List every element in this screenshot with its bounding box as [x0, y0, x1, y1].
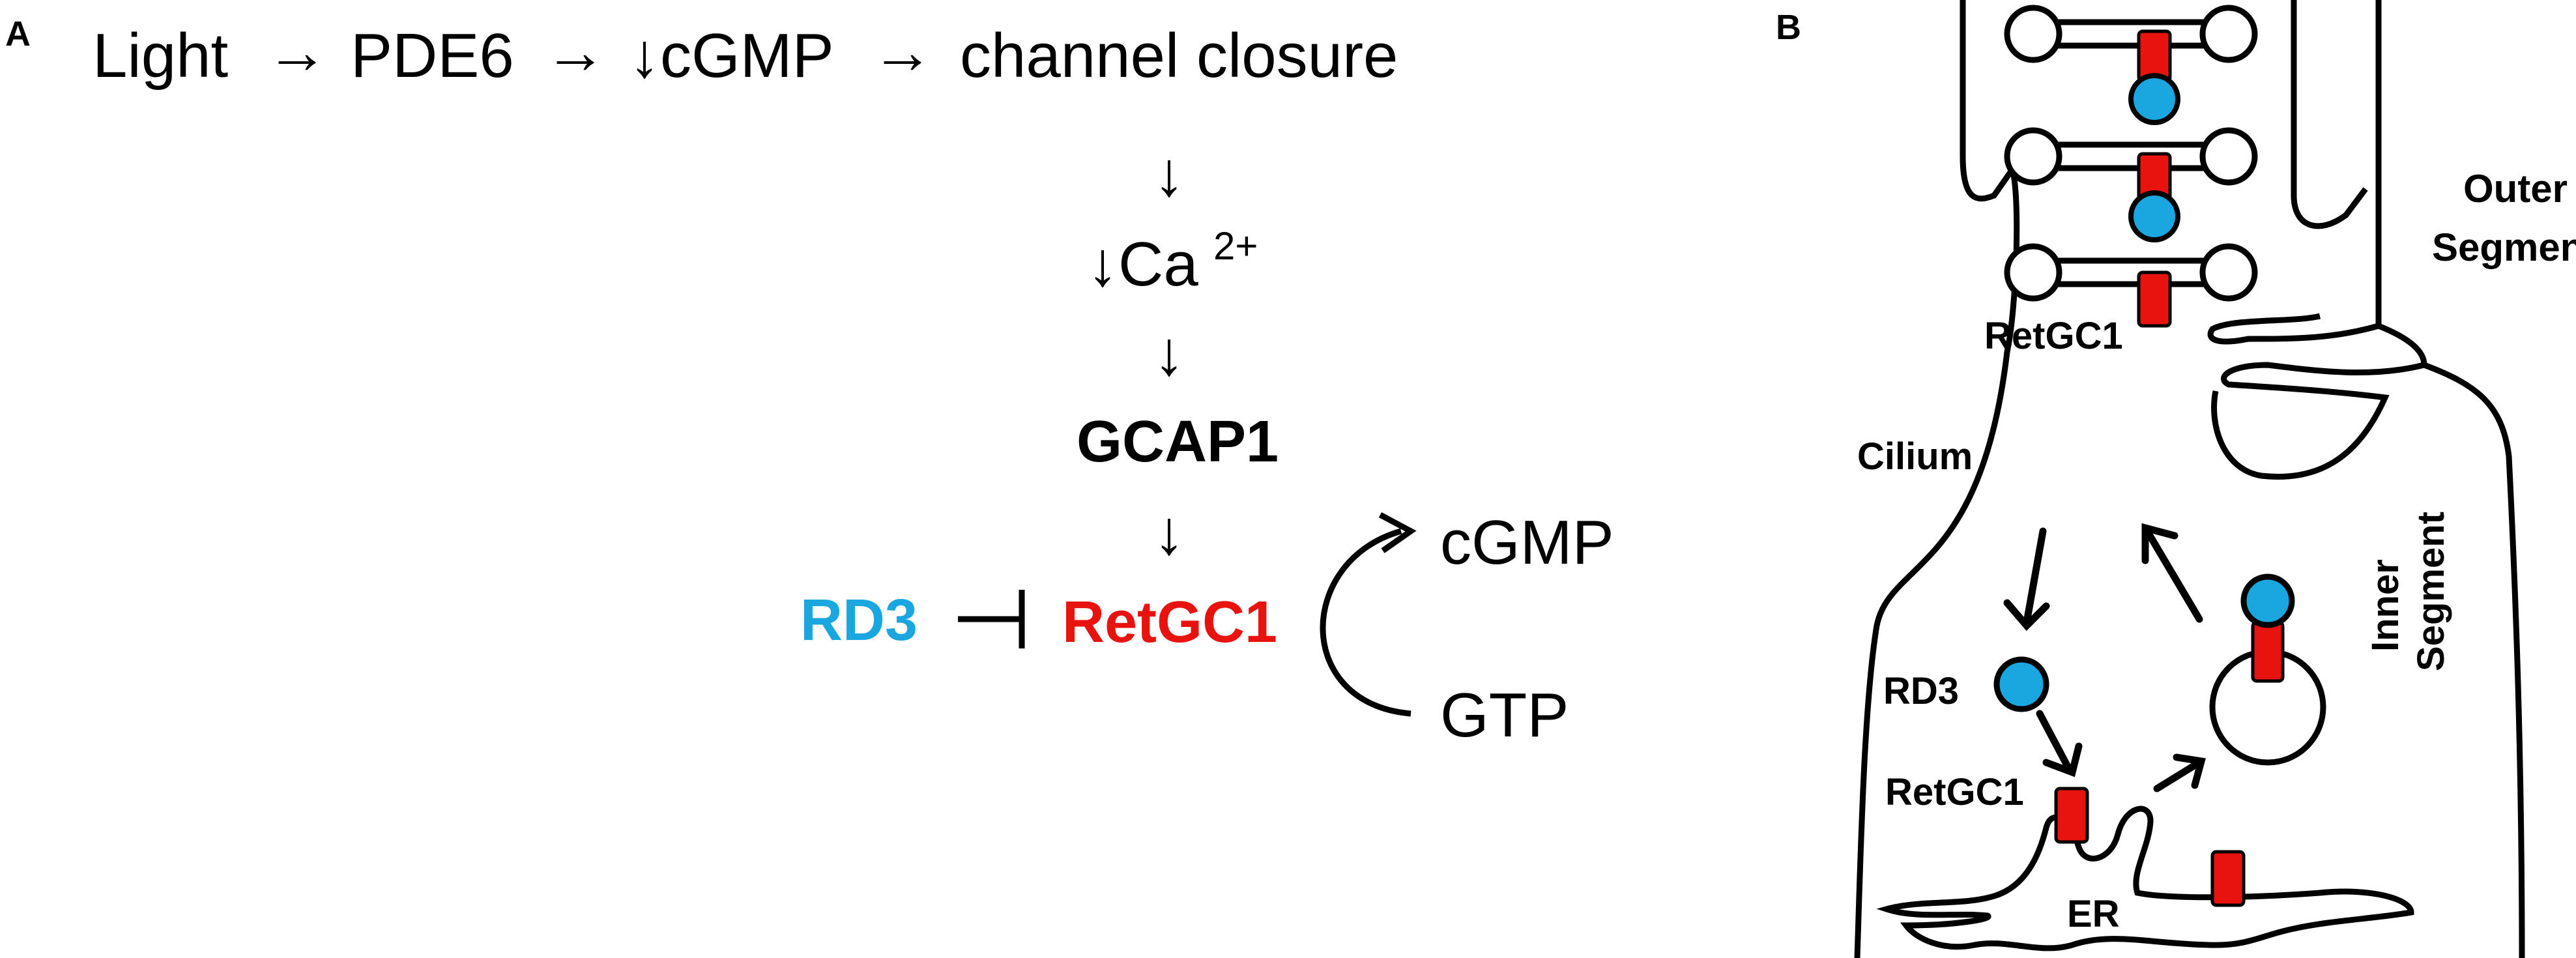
- cgmp-down-label: ↓cGMP: [629, 21, 834, 91]
- light-label: Light: [93, 21, 228, 91]
- inner-segment-right-wall: [2423, 362, 2525, 958]
- arrow-down-2: ↓: [1153, 319, 1185, 388]
- inner-segment-label-1: Inner: [2364, 559, 2407, 652]
- gcap1-label: GCAP1: [1077, 409, 1279, 474]
- outer-segment-label-2: Segment: [2432, 225, 2576, 269]
- disc-2: [2004, 127, 2258, 186]
- rd3-b-label: RD3: [1883, 670, 1959, 712]
- pde6-label: PDE6: [351, 21, 514, 91]
- panel-b: B: [1776, 0, 2576, 958]
- rd3-disc-2: [2128, 190, 2180, 242]
- retgc1-top-label: RetGC1: [1984, 315, 2123, 357]
- ca-superscript: 2+: [1213, 224, 1258, 268]
- disc-stack: [2004, 5, 2258, 302]
- arrow-right-3: →: [871, 17, 934, 87]
- rd3-disc-1: [2128, 73, 2180, 125]
- cell-membrane-left: [1854, 0, 2020, 958]
- arrow-er-to-vesicle: [2153, 759, 2203, 792]
- outer-segment-right-wall: [2207, 0, 2382, 345]
- arrow-down-to-rd3: [2023, 527, 2047, 626]
- arrow-up-to-os: [2143, 527, 2203, 623]
- panel-a-label: A: [5, 14, 31, 53]
- disc-1: [2004, 5, 2258, 63]
- disc-3: [2004, 243, 2258, 302]
- retgc1-label: RetGC1: [1062, 590, 1277, 655]
- panel-a: A Light → PDE6 → ↓cGMP → channel closure…: [5, 14, 1614, 750]
- arrow-rd3-to-er: [2036, 710, 2073, 773]
- rd3-label: RD3: [800, 588, 918, 653]
- channel-closure-label: channel closure: [960, 21, 1398, 91]
- transport-arrows: [2003, 523, 2206, 792]
- inner-segment-label-2: Segment: [2410, 512, 2452, 671]
- disc-proteins: [2128, 29, 2180, 328]
- retgc1-er-1: [2054, 787, 2089, 844]
- cilium-label: Cilium: [1857, 435, 1973, 478]
- rd3-vesicle: [2240, 573, 2295, 628]
- inhibit-symbol: [958, 590, 1025, 648]
- arrow-right-2: →: [544, 17, 607, 87]
- cycle-arrowhead: [1378, 512, 1417, 553]
- er-label: ER: [2067, 893, 2120, 935]
- calycal-fold: [2211, 323, 2427, 480]
- rd3-free: [1993, 656, 2049, 712]
- arrow-down-1: ↓: [1153, 139, 1185, 209]
- retgc1-disc-3: [2137, 270, 2172, 328]
- outer-segment-label-1: Outer: [2463, 167, 2568, 210]
- retgc1-er-label: RetGC1: [1885, 771, 2024, 813]
- cgmp-product-label: cGMP: [1440, 508, 1614, 577]
- ca-label: ↓Ca: [1087, 229, 1198, 299]
- gtp-substrate-label: GTP: [1440, 680, 1569, 750]
- outer-segment-inner-wall: [2291, 0, 2368, 229]
- arrow-down-3: ↓: [1153, 498, 1185, 568]
- er-membrane: [1876, 806, 2414, 951]
- retgc1-vesicle: [2251, 620, 2285, 683]
- retgc1-er-2: [2210, 850, 2246, 907]
- panel-b-label: B: [1776, 8, 1801, 47]
- arrow-right-1: →: [266, 17, 328, 87]
- cycle-arrow: [1320, 528, 1411, 717]
